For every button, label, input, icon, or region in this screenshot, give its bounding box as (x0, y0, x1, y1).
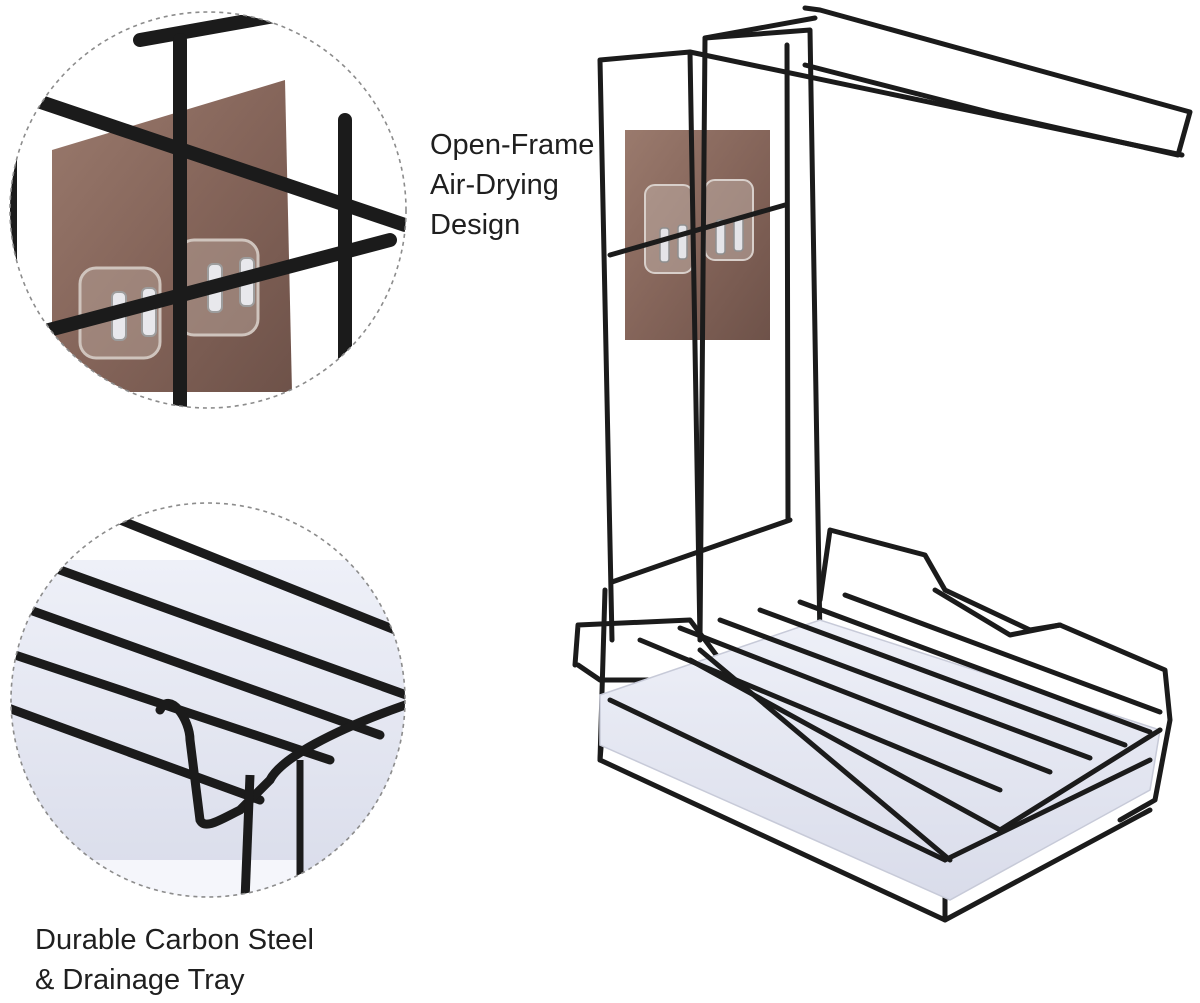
caption-line: Air-Drying (430, 169, 559, 201)
caption-line: & Drainage Tray (35, 964, 245, 996)
caption-carbon-steel-tray: Durable Carbon Steel & Drainage Tray (35, 920, 314, 1000)
caption-line: Design (430, 209, 521, 241)
drainage-tray (599, 619, 1161, 901)
detail-circle-shelf (10, 502, 406, 898)
drainage-tray-closeup (11, 560, 405, 897)
caption-line: Open-Frame (430, 129, 595, 161)
caption-open-frame-design: Open-Frame Air-Drying Design (430, 125, 594, 245)
caption-line: Durable Carbon Steel (35, 924, 314, 956)
sink-caddy-rack (572, 5, 1193, 923)
detail-circle-hooks (9, 11, 407, 409)
